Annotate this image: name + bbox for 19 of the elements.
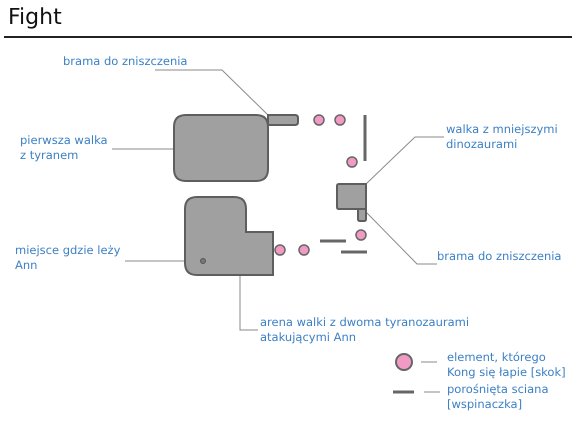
callout-label: walka z mniejszymi dinozaurami	[446, 122, 576, 152]
title: Fight	[8, 4, 62, 32]
leader-line	[240, 274, 258, 330]
room-block	[173, 114, 269, 182]
gate-bar	[357, 208, 367, 222]
callout-label: pierwsza walka z tyranem	[20, 133, 112, 163]
callout-label: brama do zniszczenia	[437, 249, 577, 264]
room-block	[336, 183, 367, 210]
callout-label: arena walki z dwoma tyranozaurami atakującymi Ann	[260, 315, 520, 345]
gate-bar	[267, 114, 299, 126]
leader-line	[366, 136, 444, 184]
legend-text: porośnięta sciana [wspinaczka]	[447, 382, 550, 412]
leader-line	[366, 212, 438, 264]
arena-room	[184, 196, 274, 276]
leader-line	[112, 148, 174, 150]
leader-line	[154, 70, 268, 116]
callout-label: brama do zniszczenia	[63, 54, 223, 69]
callout-label: miejsce gdzie leży Ann	[15, 243, 140, 273]
marker-dot	[200, 258, 206, 264]
